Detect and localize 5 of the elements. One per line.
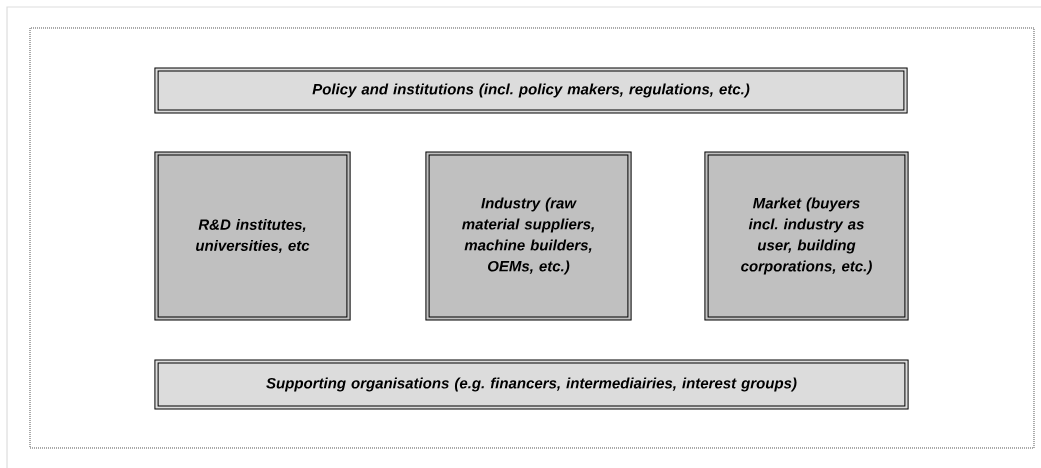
text-box: Industry (raw material suppliers, machine builders, OEMs, etc.) <box>425 151 632 321</box>
text-box: Market (buyers incl. industry as user, building corporations, etc.) <box>704 151 909 321</box>
text-box: Policy and institutions (incl. policy makers, regulations, etc.) <box>154 67 908 114</box>
text-box: R&D institutes, universities, etc <box>154 151 351 321</box>
text-box: Supporting organisations (e.g. financers, intermediairies, interest groups) <box>154 359 909 410</box>
